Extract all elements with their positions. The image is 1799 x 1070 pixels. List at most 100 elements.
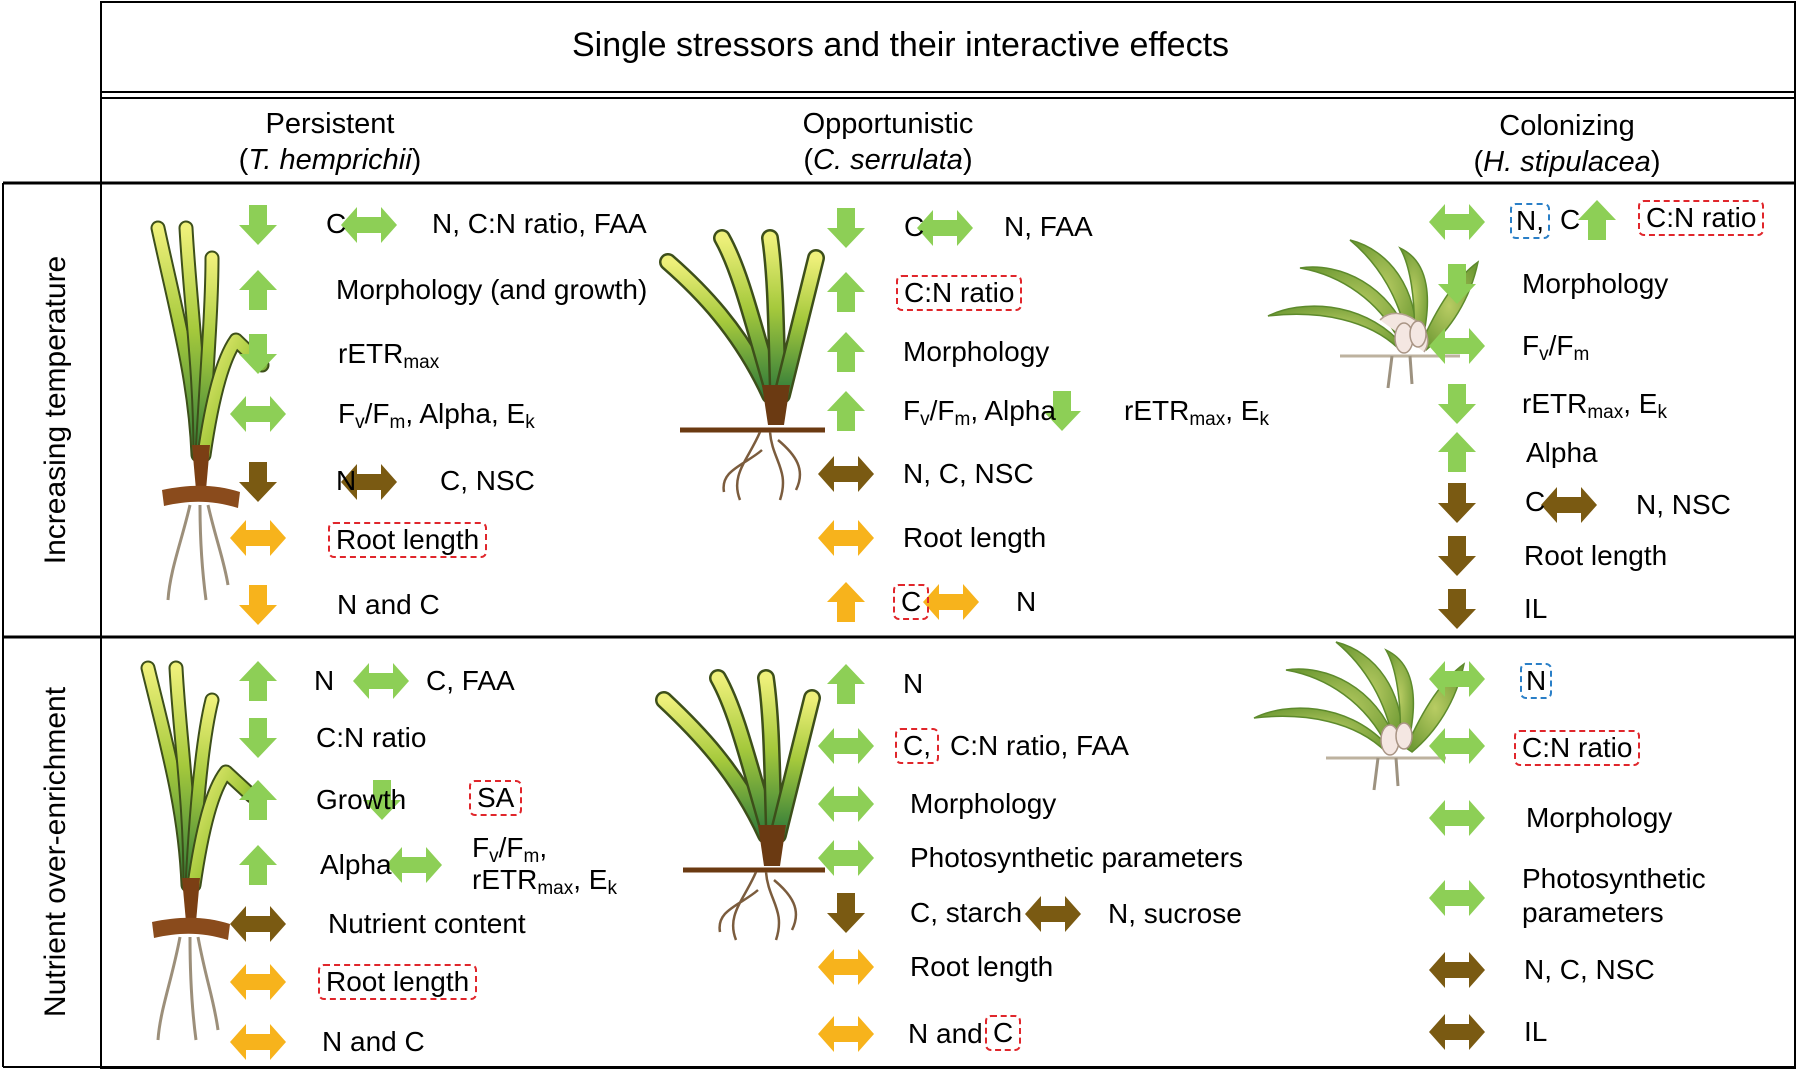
effect-label: rETRmax, Ek (1522, 388, 1667, 423)
effect-label: N (314, 665, 335, 696)
decrease-arrow-icon (239, 334, 277, 374)
effect-label: C (1525, 486, 1546, 517)
c-serrulata-plant-2 (655, 669, 825, 941)
column-header-opportunistic: Opportunistic (C. serrulata) (718, 106, 1058, 178)
effect-label: Morphology (and growth) (336, 274, 648, 305)
no-change-arrow-icon (1429, 1014, 1485, 1050)
decrease-arrow-icon (363, 780, 401, 820)
effect-label: N, NSC (1636, 489, 1731, 520)
increase-arrow-icon (1578, 200, 1616, 240)
no-change-arrow-icon (818, 520, 874, 556)
effect-label: C, starch (910, 897, 1023, 928)
row-label-nutrient: Nutrient over-enrichment (39, 686, 72, 1018)
effect-label: C:N ratio (316, 722, 427, 753)
no-change-arrow-icon (1025, 896, 1081, 932)
effect-label-highlight: C:N ratio (1638, 200, 1765, 236)
no-change-arrow-icon (1429, 880, 1485, 916)
effect-label: rETRmax, Ek (1124, 395, 1269, 430)
effect-label: Fv/Fm (1522, 330, 1590, 365)
no-change-arrow-icon (818, 1016, 874, 1052)
effect-label: Fv/Fm, Alpha (903, 395, 1056, 430)
h-stipulacea-plant-2 (1253, 641, 1466, 791)
decrease-arrow-icon (1043, 391, 1081, 431)
no-change-arrow-icon (818, 786, 874, 822)
no-change-arrow-icon (923, 584, 979, 620)
effect-label: N (903, 668, 924, 699)
increase-arrow-icon (827, 272, 865, 312)
figure-title: Single stressors and their interactive e… (572, 26, 1230, 64)
effect-label: Photosynthetic parameters (910, 842, 1244, 873)
effect-label: C, NSC (440, 465, 535, 496)
effect-label: Alpha (320, 849, 392, 880)
increase-arrow-icon (239, 270, 277, 310)
column-species: (C. serrulata) (803, 144, 973, 176)
no-change-arrow-icon (1429, 800, 1485, 836)
decrease-arrow-icon (239, 462, 277, 502)
effect-label-highlight: N, (1510, 203, 1550, 239)
effect-label: Alpha (1526, 437, 1598, 468)
increase-arrow-icon (827, 664, 865, 704)
decrease-arrow-icon (1438, 536, 1476, 576)
effect-label: C (326, 208, 347, 239)
effect-label: Fv/Fm, rETRmax, Ek (472, 832, 617, 899)
column-name: Opportunistic (802, 108, 974, 140)
effect-label: Morphology (1526, 802, 1673, 833)
effect-label: Growth (316, 784, 407, 815)
no-change-arrow-icon (230, 1024, 286, 1060)
effect-label: N, C, NSC (1524, 954, 1655, 985)
effect-label: C (904, 211, 925, 242)
effect-label: IL (1524, 1016, 1548, 1047)
no-change-arrow-icon (353, 663, 409, 699)
effect-label: N, C:N ratio, FAA (432, 208, 647, 239)
no-change-arrow-icon (818, 949, 874, 985)
effect-label: N (336, 465, 357, 496)
effect-label: Photosynthetic parameters (1522, 863, 1706, 928)
no-change-arrow-icon (1429, 661, 1485, 697)
column-header-persistent: Persistent (T. hemprichii) (160, 106, 500, 178)
effect-label: Root length (903, 522, 1047, 553)
effect-label: Fv/Fm, Alpha, Ek (338, 398, 535, 433)
decrease-arrow-icon (239, 205, 277, 245)
column-species: (H. stipulacea) (1473, 146, 1661, 178)
increase-arrow-icon (827, 332, 865, 372)
no-change-arrow-icon (230, 906, 286, 942)
effect-label: C (1560, 204, 1581, 235)
no-change-arrow-icon (1429, 328, 1485, 364)
effect-label-highlight: SA (469, 780, 523, 816)
effect-label: N (1016, 586, 1037, 617)
column-header-colonizing: Colonizing (H. stipulacea) (1397, 108, 1737, 180)
decrease-arrow-icon (1438, 589, 1476, 629)
t-hemprichii-plant-2 (140, 660, 260, 1041)
effect-label: N, FAA (1004, 211, 1093, 242)
no-change-arrow-icon (230, 964, 286, 1000)
effect-label: Morphology (903, 336, 1050, 367)
effect-label: Nutrient content (328, 908, 526, 939)
effect-label-highlight: C:N ratio (896, 275, 1023, 311)
effect-label: Root length (1524, 540, 1668, 571)
no-change-arrow-icon (230, 520, 286, 556)
increase-arrow-icon (827, 582, 865, 622)
effect-label-highlight: Root length (318, 964, 478, 1000)
decrease-arrow-icon (239, 585, 277, 625)
effect-label-highlight: Root length (328, 522, 488, 558)
effect-label-highlight: C:N ratio (1514, 730, 1641, 766)
decrease-arrow-icon (827, 893, 865, 933)
decrease-arrow-icon (827, 208, 865, 248)
decrease-arrow-icon (1438, 384, 1476, 424)
no-change-arrow-icon (1429, 728, 1485, 764)
increase-arrow-icon (239, 661, 277, 701)
effect-label: N and C (322, 1026, 425, 1057)
no-change-arrow-icon (818, 456, 874, 492)
effect-label-highlight: C (893, 584, 930, 620)
effect-label: N and (908, 1018, 983, 1049)
effect-label: N and C (337, 589, 440, 620)
effect-label: N, sucrose (1108, 898, 1242, 929)
no-change-arrow-icon (386, 847, 442, 883)
no-change-arrow-icon (230, 396, 286, 432)
column-name: Persistent (265, 108, 395, 140)
column-name: Colonizing (1499, 110, 1635, 142)
